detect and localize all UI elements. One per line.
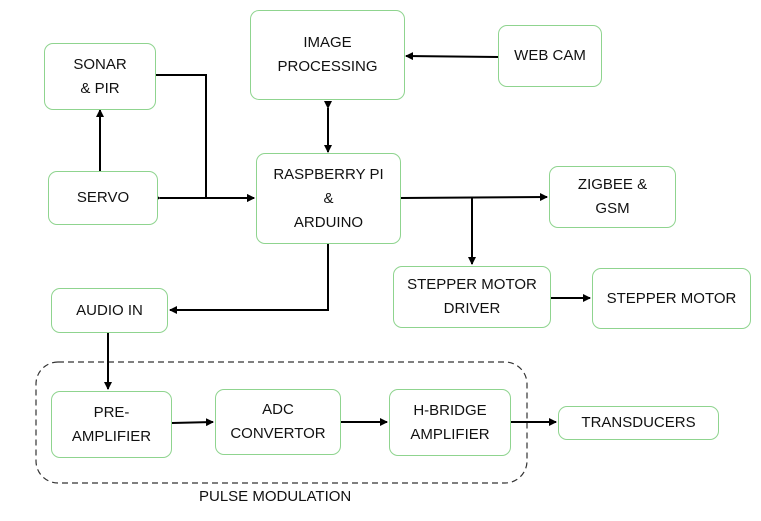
h-bridge-amplifier-box: H-BRIDGE AMPLIFIER bbox=[389, 389, 511, 456]
arrow-webcam-to-image-processing bbox=[405, 52, 499, 61]
pulse-modulation-group bbox=[35, 361, 528, 484]
zigbee-gsm-box: ZIGBEE & GSM bbox=[549, 166, 676, 228]
audio-in-box: AUDIO IN bbox=[51, 288, 168, 333]
sonar-pir-box: SONAR & PIR bbox=[44, 43, 156, 110]
transducers-box: TRANSDUCERS bbox=[558, 406, 719, 440]
pulse-modulation-label: PULSE MODULATION bbox=[199, 488, 352, 505]
arrow-preamp-to-adc bbox=[171, 418, 214, 427]
image-processing-box: IMAGE PROCESSING bbox=[250, 10, 405, 100]
pre-amplifier-box: PRE- AMPLIFIER bbox=[51, 391, 172, 458]
web-cam-box: WEB CAM bbox=[498, 25, 602, 87]
arrow-sonar-to-raspberry bbox=[156, 74, 255, 202]
adc-convertor-box: ADC CONVERTOR bbox=[215, 389, 341, 455]
arrow-raspberry-to-zigbee bbox=[400, 193, 548, 202]
stepper-motor-box: STEPPER MOTOR bbox=[592, 268, 751, 329]
stepper-motor-driver-box: STEPPER MOTOR DRIVER bbox=[393, 266, 551, 328]
servo-box: SERVO bbox=[48, 171, 158, 225]
arrow-raspberry-to-audio-in bbox=[169, 244, 329, 314]
raspberry-pi-arduino-box: RASPBERRY PI & ARDUINO bbox=[256, 153, 401, 244]
